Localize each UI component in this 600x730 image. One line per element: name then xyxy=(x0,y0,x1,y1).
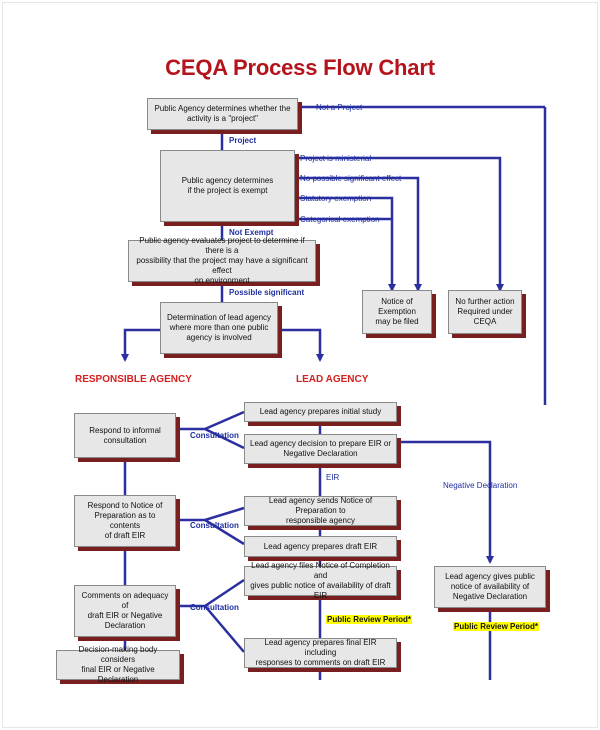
box-decision-body: Decision-making body considers final EIR… xyxy=(56,645,180,684)
heading-responsible-agency: RESPONSIBLE AGENCY xyxy=(75,374,192,385)
connector-no-significant xyxy=(295,176,422,292)
label-eir: EIR xyxy=(326,473,340,482)
box-lead-agency-determination: Determination of lead agency where more … xyxy=(160,302,278,354)
connector-statutory xyxy=(295,196,396,292)
box-determine-project: Public Agency determines whether the act… xyxy=(147,98,298,130)
connector-split-lead xyxy=(278,328,324,362)
connector-negative-declaration xyxy=(397,440,494,564)
connector-ministerial xyxy=(295,156,504,292)
connector-consult-3b xyxy=(204,605,245,653)
connector-consult-2 xyxy=(176,506,245,522)
label-ministerial: Project is ministerial xyxy=(300,154,372,163)
box-sends-nop: Lead agency sends Notice of Preparation … xyxy=(244,496,397,526)
connector-split xyxy=(121,328,160,362)
highlight-review-period-nd: Public Review Period* xyxy=(453,622,540,631)
box-respond-nop: Respond to Notice of Preparation as to c… xyxy=(74,495,176,547)
box-notice-of-exemption: Notice of Exemption may be filed xyxy=(362,290,432,334)
box-draft-eir: Lead agency prepares draft EIR xyxy=(244,536,397,557)
label-negative-declaration: Negative Declaration xyxy=(443,481,518,490)
box-decision-eir: Lead agency decision to prepare EIR or N… xyxy=(244,434,397,464)
box-public-notice-nd: Lead agency gives public notice of avail… xyxy=(434,566,546,608)
label-statutory-exemption: Statutory exemption xyxy=(300,194,372,203)
box-comments-adequacy: Comments on adequacy of draft EIR or Neg… xyxy=(74,585,176,637)
box-determine-exempt: Public agency determines if the project … xyxy=(160,150,295,222)
page-title: CEQA Process Flow Chart xyxy=(165,55,435,80)
connector-consult-2b xyxy=(204,518,245,546)
box-initial-study: Lead agency prepares initial study xyxy=(244,402,397,422)
label-not-a-project: Not a Project xyxy=(316,103,363,112)
label-categorical-exemption: Categorical exemption xyxy=(300,215,380,224)
connector-consult-1b xyxy=(204,427,245,450)
highlight-review-period-lead: Public Review Period* xyxy=(326,615,413,624)
label-consultation-3: Consultation xyxy=(190,603,239,612)
label-not-exempt: Not Exempt xyxy=(229,228,274,237)
label-consultation-1: Consultation xyxy=(190,431,239,440)
box-final-eir: Lead agency prepares final EIR including… xyxy=(244,638,397,668)
label-project: Project xyxy=(229,136,257,145)
connector-consult-1 xyxy=(176,410,245,431)
box-evaluate-effect: Public agency evaluates project to deter… xyxy=(128,236,316,285)
box-files-completion: Lead agency files Notice of Completion a… xyxy=(244,561,397,600)
box-respond-informal: Respond to informal consultation xyxy=(74,413,176,458)
label-consultation-2: Consultation xyxy=(190,521,239,530)
heading-lead-agency: LEAD AGENCY xyxy=(296,374,369,385)
box-no-further-action: No further action Required under CEQA xyxy=(448,290,522,334)
label-possible-significant: Possible significant xyxy=(229,288,305,297)
label-no-significant-effect: No possible significant effect xyxy=(300,174,402,183)
